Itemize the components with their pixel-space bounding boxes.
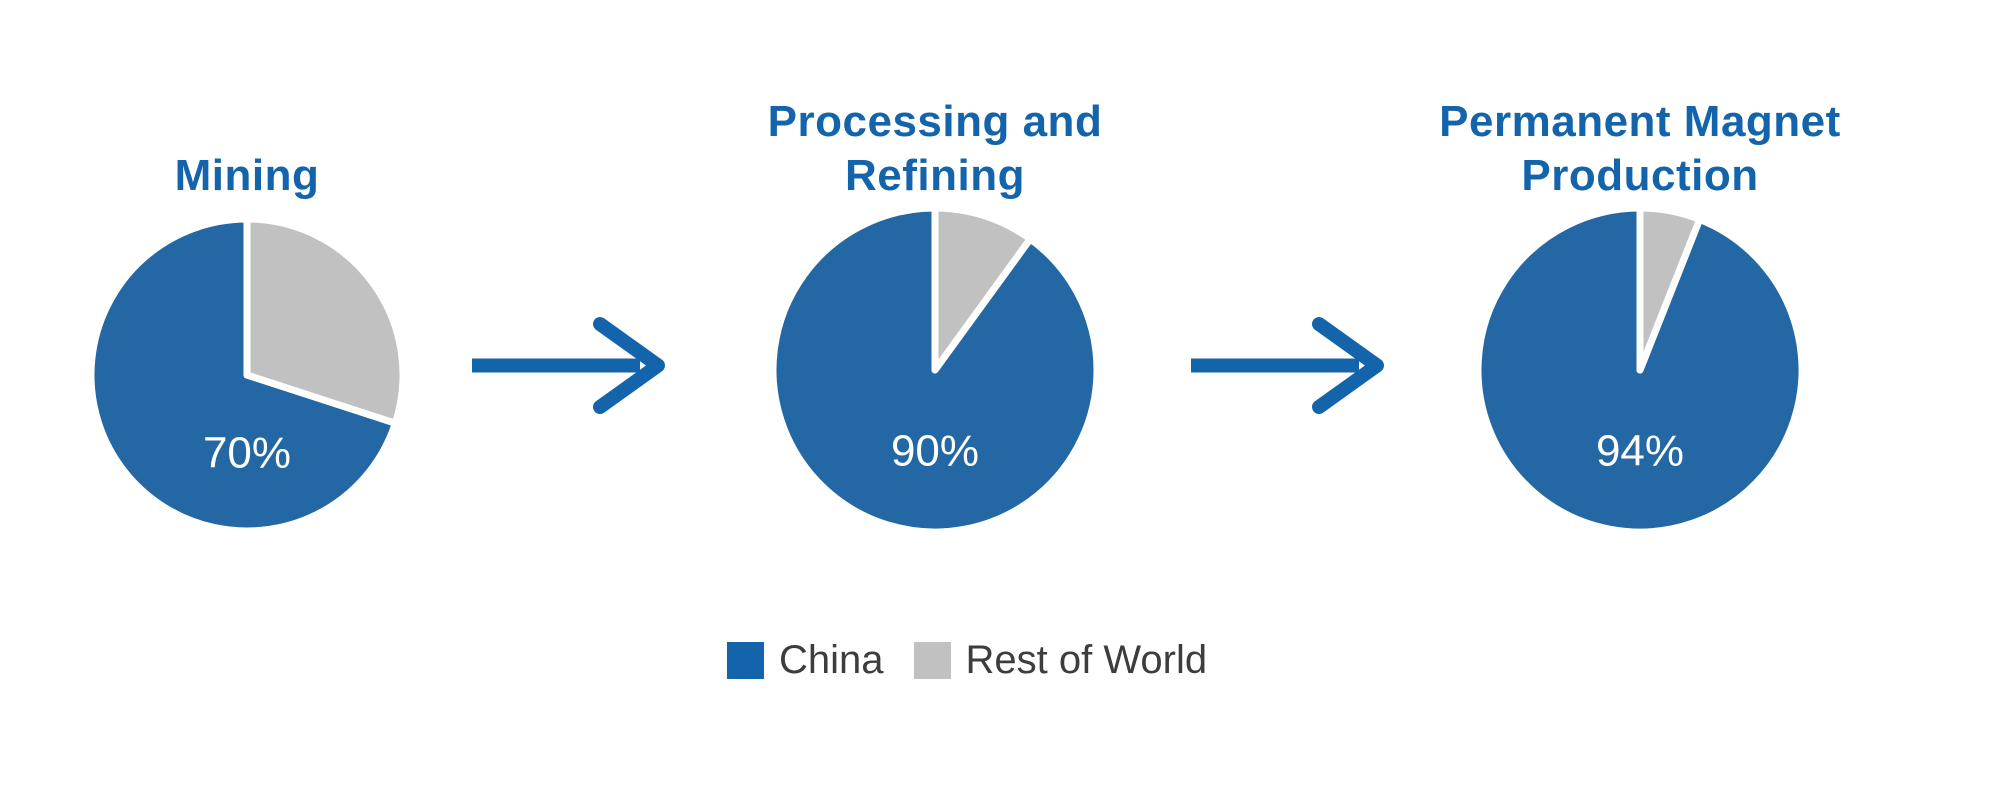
flow-arrow-right-icon: [472, 317, 665, 414]
pie-chart-permanent-magnet-production: 94%: [1474, 204, 1806, 536]
title-line: Production: [1521, 150, 1759, 200]
arrow-head: [593, 317, 665, 414]
legend-item-china: China: [727, 638, 884, 682]
pie-value-label: 94%: [1596, 427, 1684, 476]
flow-arrow-right-icon: [1191, 317, 1384, 414]
legend-label-rest-of-world: Rest of World: [965, 638, 1208, 682]
china-slice: [87, 215, 399, 535]
title-line: Mining: [174, 150, 320, 200]
rest-of-world-color-swatch: [913, 642, 951, 679]
title-line: Refining: [845, 150, 1025, 200]
stage-title-processing-refining: Processing and Refining: [685, 95, 1185, 203]
pie-value-label: 90%: [891, 427, 979, 476]
chart-legend: China Rest of World: [727, 638, 1208, 682]
arrow-head: [1312, 317, 1384, 414]
stage-title-mining: Mining: [47, 149, 447, 203]
pie-value-label: 70%: [203, 429, 291, 478]
title-line: Permanent Magnet: [1439, 96, 1841, 146]
china-color-swatch: [727, 642, 764, 679]
legend-label-china: China: [779, 638, 884, 682]
pie-chart-mining: 70%: [87, 215, 407, 535]
rest-of-world-slice: [1636, 204, 1704, 374]
title-line: Processing and: [767, 96, 1103, 146]
legend-item-rest-of-world: Rest of World: [913, 638, 1208, 682]
rest-of-world-slice: [243, 215, 407, 427]
rest-of-world-slice: [931, 204, 1034, 374]
pie-chart-processing-refining: 90%: [769, 204, 1101, 536]
stage-title-permanent-magnet-production: Permanent Magnet Production: [1390, 95, 1890, 203]
